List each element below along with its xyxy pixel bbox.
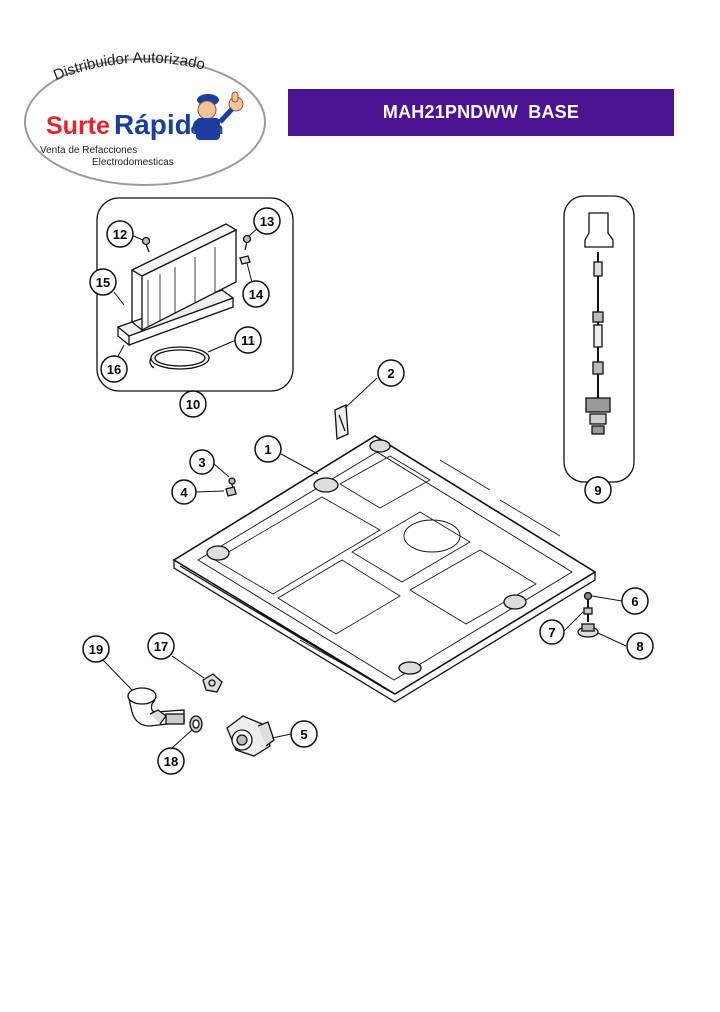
svg-text:13: 13 xyxy=(260,214,274,229)
logo-brand-com: .com xyxy=(186,121,223,138)
svg-text:3: 3 xyxy=(198,455,205,470)
callout-18: 18 xyxy=(157,747,185,775)
title-bar: MAH21PNDWW BASE xyxy=(288,89,674,136)
svg-text:12: 12 xyxy=(113,227,127,242)
screw-part-icon xyxy=(141,236,151,253)
cable-part-icon xyxy=(149,346,210,370)
rod-assembly-part-icon xyxy=(584,212,614,435)
svg-text:19: 19 xyxy=(89,642,103,657)
svg-text:9: 9 xyxy=(594,483,601,498)
svg-text:5: 5 xyxy=(300,727,307,742)
callout-1: 1 xyxy=(254,435,282,463)
svg-text:1: 1 xyxy=(264,442,271,457)
surterapido-logo: Distribuidor Autorizado Surte Rápido .co… xyxy=(22,49,272,187)
svg-text:16: 16 xyxy=(107,362,121,377)
callout-6: 6 xyxy=(621,587,649,615)
logo-oval xyxy=(24,58,266,186)
leader-lines xyxy=(102,226,627,749)
clip-part-icon xyxy=(239,255,251,265)
bracket-part-icon xyxy=(334,404,349,440)
svg-text:17: 17 xyxy=(154,639,168,654)
svg-text:15: 15 xyxy=(96,275,110,290)
drain-hose-part-icon xyxy=(127,687,185,727)
callout-5: 5 xyxy=(290,720,318,748)
callout-16: 16 xyxy=(100,355,128,383)
logo-brand-rapido: Rápido xyxy=(114,109,209,140)
callout-13: 13 xyxy=(253,207,281,235)
callout-15: 15 xyxy=(89,268,117,296)
svg-text:2: 2 xyxy=(387,366,394,381)
callout-17: 17 xyxy=(147,632,175,660)
clamp-part-icon xyxy=(189,715,203,733)
callout-4: 4 xyxy=(171,479,197,505)
clip-part-icon xyxy=(225,486,237,497)
callout-8: 8 xyxy=(626,632,654,660)
callout-9: 9 xyxy=(584,476,612,504)
svg-text:6: 6 xyxy=(631,594,638,609)
pump-part-icon xyxy=(226,715,275,757)
callout-14: 14 xyxy=(242,280,270,308)
callout-10: 10 xyxy=(179,390,207,418)
callout-11: 11 xyxy=(234,326,262,354)
callout-3: 3 xyxy=(189,449,215,475)
svg-text:7: 7 xyxy=(548,625,555,640)
logo-brand-surte: Surte xyxy=(46,112,110,140)
svg-text:4: 4 xyxy=(180,485,188,500)
callout-2: 2 xyxy=(377,359,405,387)
callout-12: 12 xyxy=(106,220,134,248)
svg-text:10: 10 xyxy=(186,397,200,412)
svg-text:8: 8 xyxy=(636,639,643,654)
logo-subtitle-line1: Venta de Refacciones xyxy=(40,145,137,156)
front-panel-part-icon xyxy=(116,223,238,347)
logo-subtitle-line2: Electrodomesticas xyxy=(92,157,174,168)
base-pan-part-icon xyxy=(172,435,597,703)
leveling-leg-part-icon xyxy=(577,591,599,638)
screw-part-icon xyxy=(242,234,252,251)
thumbs-up-mascot-icon xyxy=(196,91,244,140)
clamp-part-icon xyxy=(202,673,223,693)
svg-text:11: 11 xyxy=(241,333,255,348)
callout-7: 7 xyxy=(539,619,565,645)
callout-19: 19 xyxy=(82,635,110,663)
screw-part-icon xyxy=(228,477,236,491)
svg-text:18: 18 xyxy=(164,754,178,769)
svg-text:14: 14 xyxy=(249,287,264,302)
page-title: MAH21PNDWW BASE xyxy=(382,102,580,122)
